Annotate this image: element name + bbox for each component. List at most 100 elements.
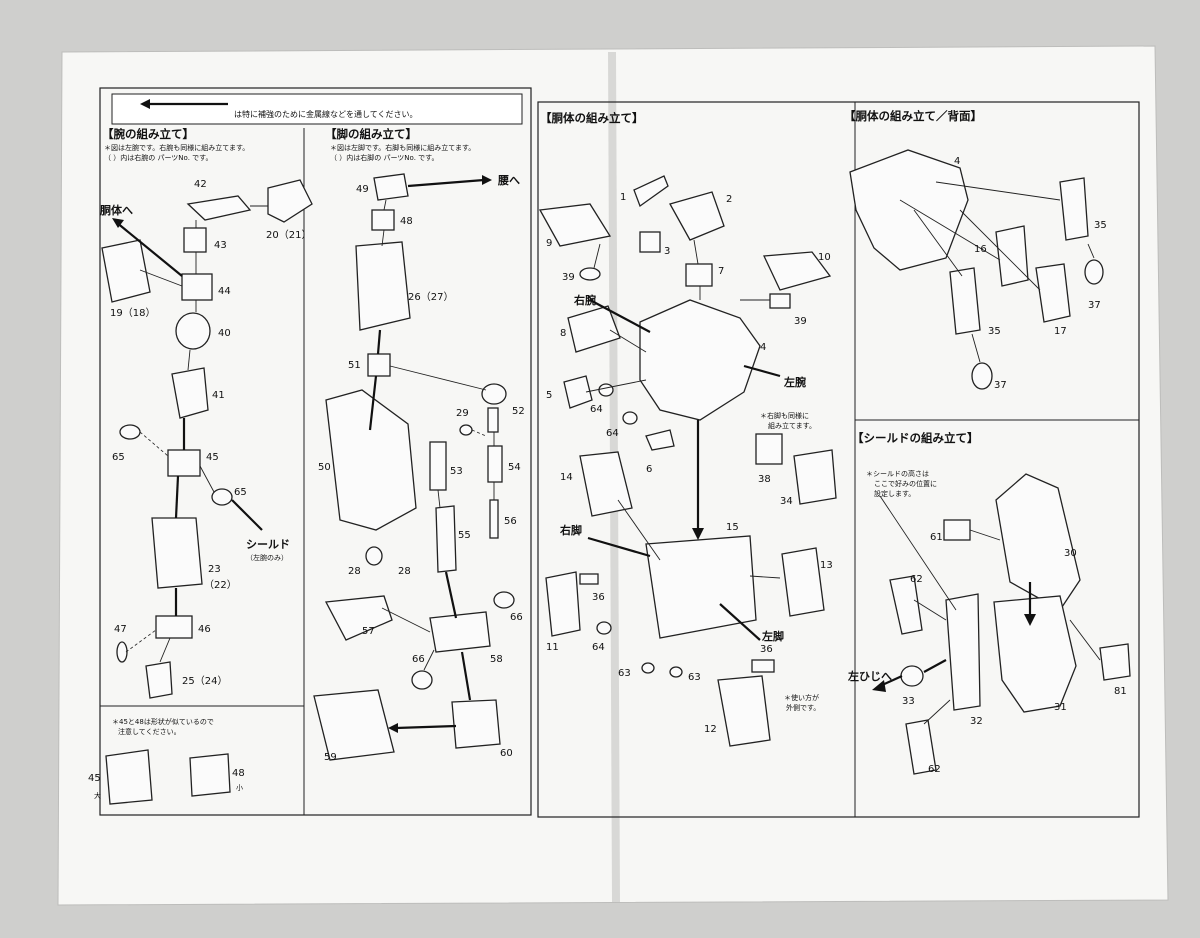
part-number: 32 — [970, 716, 983, 727]
part-number: 56 — [504, 516, 517, 527]
part-number: 40 — [218, 328, 231, 339]
part-number: 35 — [988, 326, 1001, 337]
part-number: 8 — [560, 328, 566, 339]
part-number: 23 — [208, 564, 221, 575]
part-number: 48 — [400, 216, 413, 227]
part-number: 12 — [704, 724, 717, 735]
label-left-leg: 左脚 — [761, 629, 784, 643]
part-number: 51 — [348, 360, 361, 371]
part-number: 47 — [114, 624, 127, 635]
part-number: 60 — [500, 748, 513, 759]
part-number: 57 — [362, 626, 375, 637]
part-number: 45 — [206, 452, 219, 463]
part-number: 62 — [928, 764, 941, 775]
torso-note: 組み立てます。 — [768, 421, 816, 430]
torso-section-title: 【胴体の組み立て】 — [540, 111, 644, 125]
part-number: 39 — [562, 272, 575, 283]
part-number: 66 — [510, 612, 523, 623]
part-number: 16 — [974, 244, 987, 255]
part-number: 46 — [198, 624, 211, 635]
torso-note: ＊右脚も同様に — [760, 411, 809, 420]
part-number: 62 — [910, 574, 923, 585]
part-number: 52 — [512, 406, 525, 417]
arrow-left-icon — [140, 99, 150, 109]
shield-section-title: 【シールドの組み立て】 — [852, 431, 979, 445]
part-number: 64 — [606, 428, 619, 439]
part-number: 9 — [546, 238, 552, 249]
caution-note: 注意してください。 — [118, 727, 181, 736]
torso-diagram — [538, 175, 837, 747]
shield-note: ＊シールドの高さは — [866, 469, 929, 478]
arm-note: ＊図は左腕です。右腕も同様に組み立てます。 — [104, 143, 249, 152]
part-number: 13 — [820, 560, 833, 571]
caution-diagram — [105, 749, 231, 805]
part-number: 2 — [726, 194, 732, 205]
torso-note: ＊使い方が — [784, 693, 819, 702]
back-section-title: 【胴体の組み立て／背面】 — [844, 109, 982, 123]
leg-diagram — [313, 173, 515, 761]
part-number: 36 — [592, 592, 605, 603]
part-number: （22） — [204, 579, 237, 591]
size-label: 大 — [94, 791, 101, 800]
part-number: 25（24） — [182, 675, 227, 687]
part-number: 15 — [726, 522, 739, 533]
part-number: 64 — [592, 642, 605, 653]
part-number: 54 — [508, 462, 521, 473]
part-number: 65 — [112, 452, 125, 463]
part-number: 49 — [356, 184, 369, 195]
label-to-torso: 胴体へ — [100, 203, 133, 217]
part-number: 10 — [818, 252, 831, 263]
part-number: 26（27） — [408, 291, 453, 303]
part-number: 63 — [688, 672, 701, 683]
part-number: 66 — [412, 654, 425, 665]
part-number: 45 — [88, 773, 101, 784]
shield-diagram — [872, 473, 1131, 775]
shield-note: 設定します。 — [874, 489, 915, 498]
part-number: 28 — [398, 566, 411, 577]
banner-box — [111, 93, 523, 125]
part-number: 29 — [456, 408, 469, 419]
leg-section-title: 【脚の組み立て】 — [325, 127, 417, 141]
part-number: 43 — [214, 240, 227, 251]
left-page-frame — [99, 87, 532, 816]
label-left-arm: 左腕 — [783, 375, 806, 389]
part-number: 34 — [780, 496, 793, 507]
part-number: 63 — [618, 668, 631, 679]
part-number: 30 — [1064, 548, 1077, 559]
part-number: 20（21） — [266, 229, 311, 241]
part-number: 44 — [218, 286, 231, 297]
part-number: 37 — [994, 380, 1007, 391]
banner-text: は特に補強のために金属線などを通してください。 — [234, 109, 418, 119]
arm-section-title: 【腕の組み立て】 — [102, 127, 194, 141]
leg-note: （ ）内は右脚の パーツNo. です。 — [330, 153, 438, 162]
part-number: 64 — [590, 404, 603, 415]
back-diagram — [849, 149, 1104, 390]
part-number: 33 — [902, 696, 915, 707]
part-number: 28 — [348, 566, 361, 577]
part-number: 31 — [1054, 702, 1067, 713]
part-number: 35 — [1094, 220, 1107, 231]
torso-note: 外側です。 — [786, 703, 820, 712]
part-number: 59 — [324, 752, 337, 763]
right-page-frame — [537, 101, 1140, 818]
caution-note: ＊45と48は形状が似ているので — [112, 717, 214, 726]
part-number: 65 — [234, 487, 247, 498]
part-number: 39 — [794, 316, 807, 327]
label-right-arm: 右腕 — [573, 293, 596, 307]
part-number: 11 — [546, 642, 559, 653]
part-number: 36 — [760, 644, 773, 655]
part-number: 37 — [1088, 300, 1101, 311]
part-number: 53 — [450, 466, 463, 477]
part-number: 61 — [930, 532, 943, 543]
shield-note: ここで好みの位置に — [874, 479, 937, 488]
part-number: 55 — [458, 530, 471, 541]
label-shield-sub: （左腕のみ） — [246, 553, 288, 562]
arm-note: （ ）内は右腕の パーツNo. です。 — [104, 153, 212, 162]
part-number: 81 — [1114, 686, 1127, 697]
part-number: 7 — [718, 266, 724, 277]
part-number: 6 — [646, 464, 652, 475]
part-number: 4 — [954, 156, 960, 167]
part-number: 5 — [546, 390, 552, 401]
part-number: 19（18） — [110, 307, 155, 319]
